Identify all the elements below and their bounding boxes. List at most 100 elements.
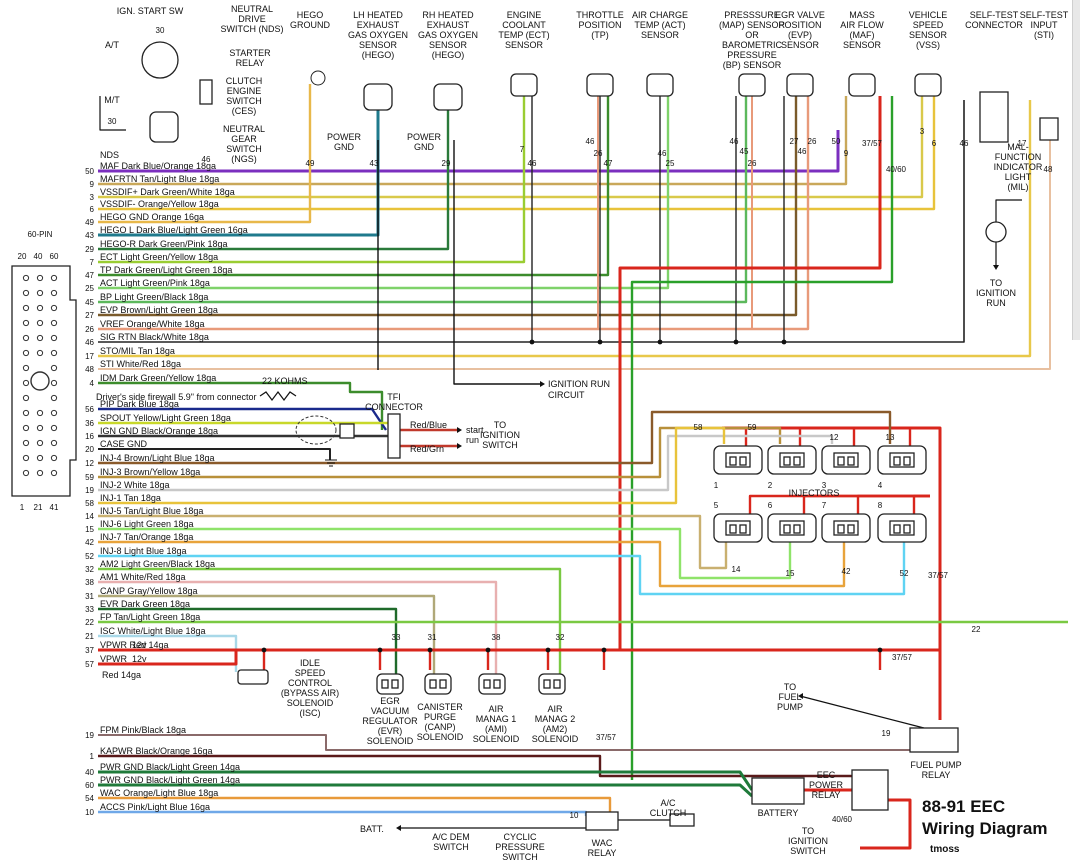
fuel-pump-relay [909,727,959,753]
ecu-pin-hole [50,304,58,312]
self-test-label: CONNECTOR [965,20,1023,30]
wire-evr [98,607,398,674]
solenoid-pin-label: 38 [492,633,501,642]
sensor-pin-label: 26 [748,159,757,168]
nds-label: DRIVE [238,14,266,24]
maf-label: SENSOR [843,40,882,50]
vpwr-tag: 37/57 [596,733,617,742]
wire-label: ECT Light Green/Yellow 18ga [100,252,218,262]
evr-label: REGULATOR [362,716,418,726]
evr-label: (EVR) [378,726,403,736]
ecu-pin-hole [36,349,44,357]
wire-pin-number: 31 [85,592,94,601]
junction-dot [485,647,491,653]
canp-label: (CANP) [425,722,456,732]
ecu-pin-hole [22,364,30,372]
to-ign-switch-label: IGNITION [480,430,520,440]
wire-sto-mil [98,100,1032,358]
isc-label: CONTROL [288,678,332,688]
sensor-pin-label: 26 [594,149,603,158]
solenoid-am2 [538,673,566,695]
wire-label: VSSDIF- Orange/Yellow 18ga [100,199,219,209]
ect-label: ENGINE [507,10,542,20]
wire-pin-number: 52 [85,552,94,561]
wire-maf-power [618,96,882,650]
wire-label: ISC White/Light Blue 18ga [100,626,206,636]
map-label: PRESSURE [727,50,777,60]
resistor-22k [259,391,297,401]
injector-terminal [783,456,791,466]
ecu-pin-hole [22,409,30,417]
wire-mafrtn [98,96,848,186]
wire-label: INJ-8 Light Blue 18ga [100,546,187,556]
wire-label: INJ-5 Tan/Light Blue 18ga [100,506,203,516]
red-grn-label: Red/Grn [410,444,444,454]
injector-number: 6 [768,501,773,510]
vertical-scrollbar[interactable] [1072,0,1080,340]
nds-label: NEUTRAL [231,4,273,14]
wire-pin-number: 49 [85,218,94,227]
injector-terminal [793,456,801,466]
ac-dem-label: SWITCH [433,842,469,852]
battery [751,777,805,805]
mil-label: FUNCTION [995,152,1042,162]
wire-pin-number: 42 [85,538,94,547]
wire-pin-number: 33 [85,605,94,614]
wire-label: MAFRTN Tan/Light Blue 18ga [100,174,219,184]
ecu-bottom-pin-label: 21 [34,503,43,512]
power-gnd-lh-label: GND [334,142,355,152]
solenoid-pin-label: 33 [392,633,401,642]
sensor-pin-label: 46 [586,137,595,146]
wire-canp [98,594,436,674]
injector-pin-label: 59 [748,423,757,432]
red14ga-label: Red 14ga [102,670,141,680]
battery-label: BATTERY [758,808,799,818]
wire-pwr-gnd-60 [98,783,754,798]
wire-act [98,96,670,290]
injector-pin-label: 42 [842,567,851,576]
sti-label: INPUT [1031,20,1059,30]
wire-inj-8 [98,542,906,596]
ecu-pin-hole [22,274,30,282]
injector-terminal [793,524,801,534]
wire-label: HEGO-R Dark Green/Pink 18ga [100,239,228,249]
wire-pin-number: 54 [85,794,94,803]
act-label: SENSOR [641,30,680,40]
wire-label: EVP Brown/Light Green 18ga [100,305,218,315]
maf-label: AIR FLOW [840,20,884,30]
to-fuel-pump-label: TO [784,682,796,692]
wire-vref [98,96,810,331]
ecu-pin-hole [50,469,58,477]
eec-power-relay-label: RELAY [812,790,841,800]
wire-maf [98,130,840,173]
sensor-pin-label: 46 [798,147,807,156]
injector-pin-label: 15 [786,569,795,578]
sensor-pin-label: 43 [370,159,379,168]
ecu-pin-hole [50,364,58,372]
fuel-pump-arrow [798,693,803,699]
wire-pin-number: 50 [85,167,94,176]
am1-label: MANAG 1 [476,714,517,724]
sensor-pin-label: 48 [1044,165,1053,174]
ecu-pin-hole [22,379,30,387]
rh-hego-connector [433,83,463,111]
ces-label: SWITCH [226,96,262,106]
wac-relay-label: RELAY [588,848,617,858]
wire-label: INJ-7 Tan/Orange 18ga [100,532,193,542]
wire-label: SIG RTN Black/White 18ga [100,332,209,342]
fuel-pump-relay-label: RELAY [922,770,951,780]
junction-dot [545,647,551,653]
ecu-pin-hole [22,424,30,432]
ign-run-arrow [540,381,545,387]
wire-pin-number: 36 [85,419,94,428]
tp-label: (TP) [591,30,609,40]
wire-label: FP Tan/Light Green 18ga [100,612,200,622]
sensor-pin-label: 49 [306,159,315,168]
evp-connector [786,73,814,97]
wire-vssdif-plus [98,96,924,199]
solenoid-evr [376,673,404,695]
ecu-pin-hole [22,334,30,342]
wire-label: PIP Dark Blue 18ga [100,399,179,409]
injector-number: 1 [714,481,719,490]
wire-label: PWR GND Black/Light Green 14ga [100,775,240,785]
